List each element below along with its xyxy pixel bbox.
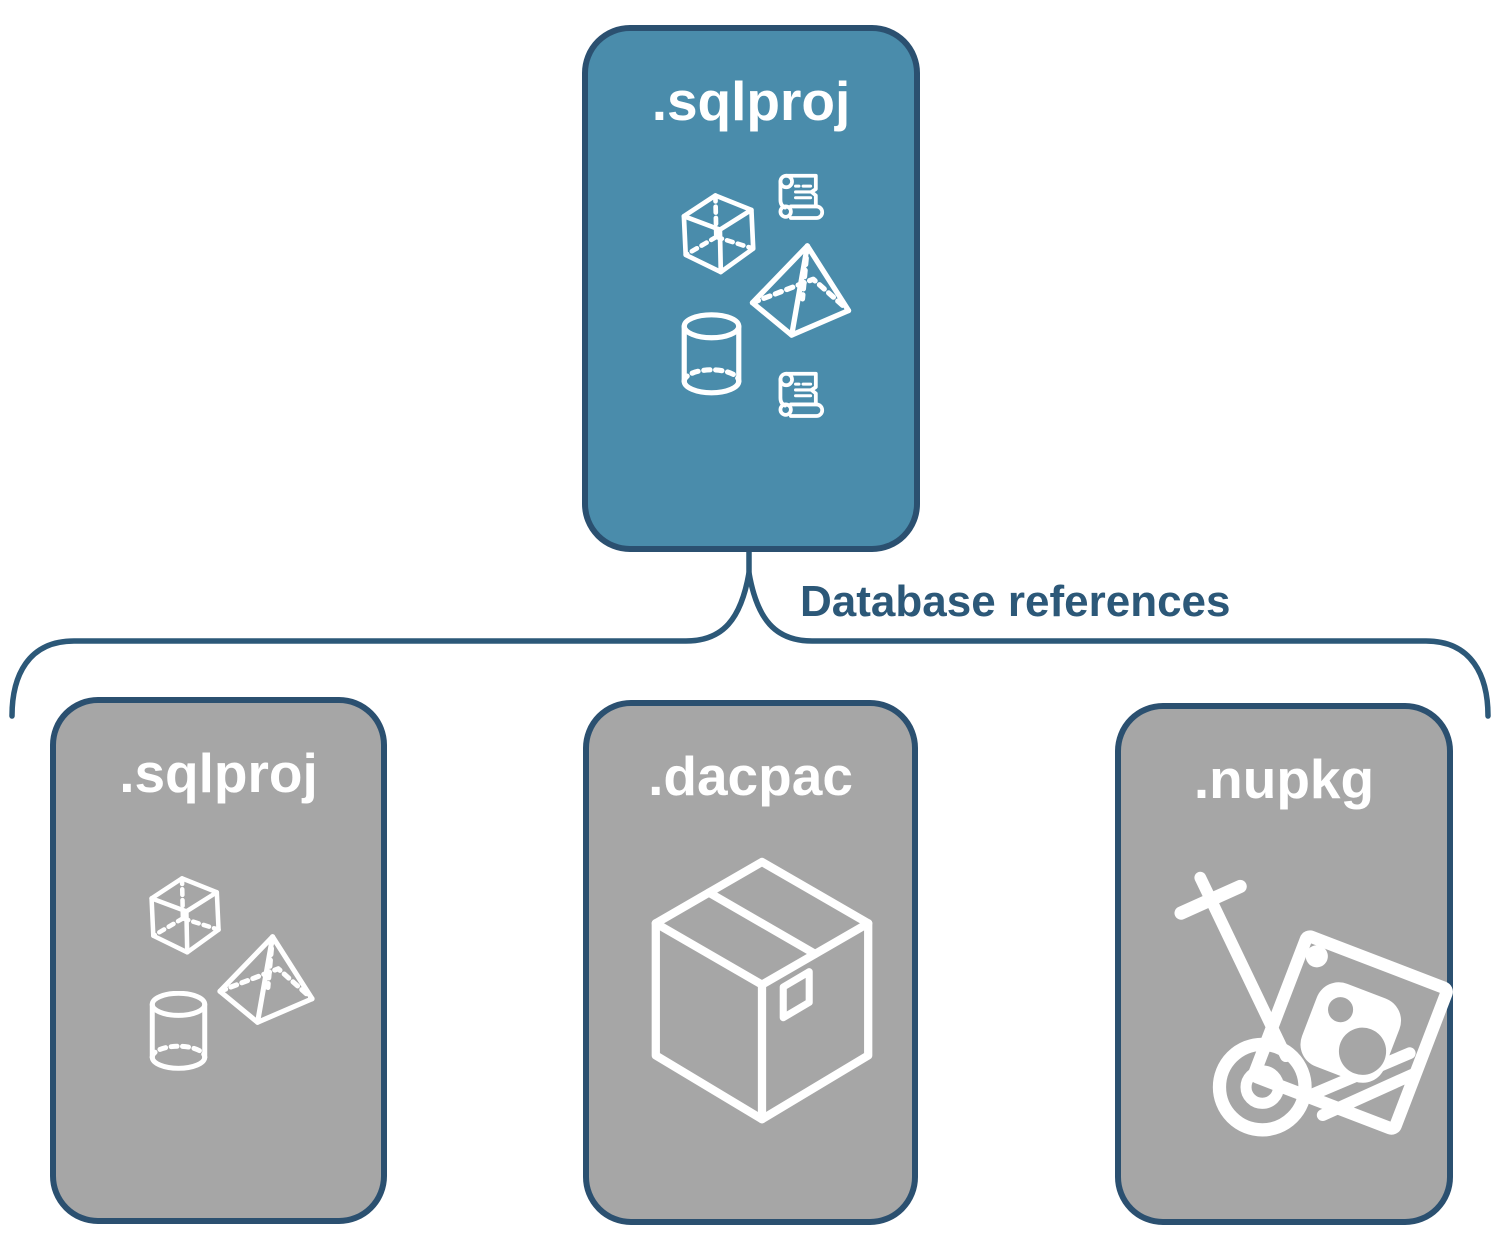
child-box-sqlproj: .sqlproj	[50, 697, 387, 1224]
pyramid-icon	[213, 933, 319, 1027]
cylinder-icon	[145, 991, 212, 1072]
handtruck-icon	[1159, 857, 1454, 1152]
scroll-icon	[770, 167, 828, 225]
child-box-title: .nupkg	[1193, 748, 1375, 810]
child-box-dacpac: .dacpac	[583, 700, 918, 1225]
cylinder-icon	[678, 312, 745, 397]
root-box-sqlproj: .sqlproj	[582, 25, 920, 552]
child-box-nupkg: .nupkg	[1115, 703, 1453, 1225]
child-box-title: .sqlproj	[119, 742, 318, 804]
pyramid-icon	[744, 242, 857, 340]
package-icon	[644, 844, 880, 1130]
root-box-title: .sqlproj	[651, 70, 851, 132]
connector-label: Database references	[800, 577, 1231, 626]
child-box-title: .dacpac	[648, 745, 853, 807]
connector-brace-path	[9, 572, 1491, 719]
scroll-icon	[770, 365, 828, 423]
